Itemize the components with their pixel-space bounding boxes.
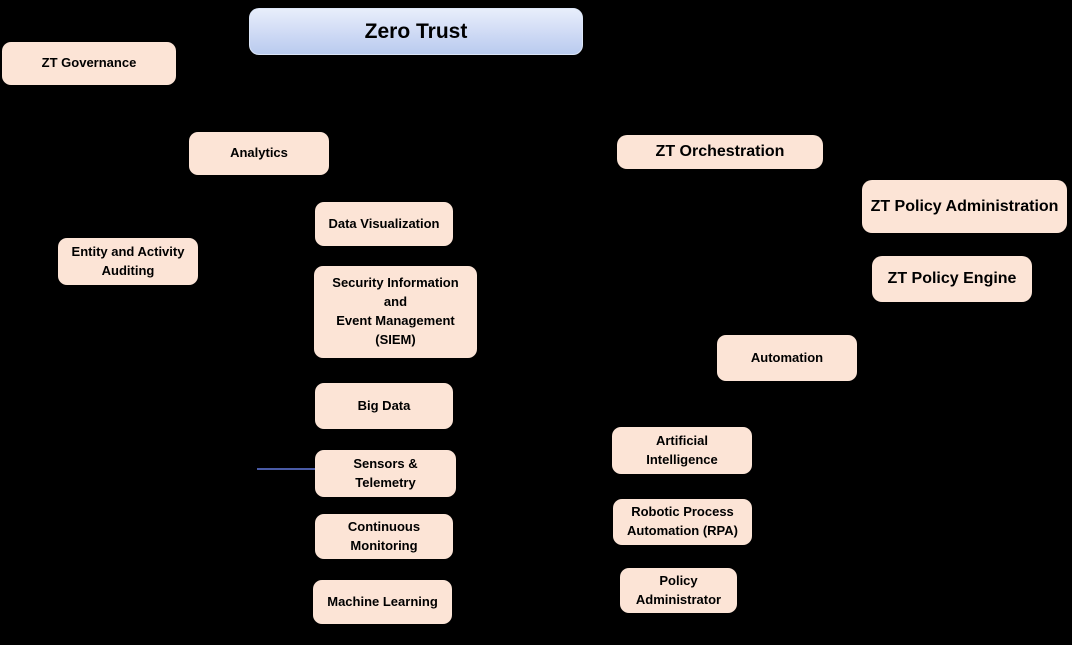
node-data-visualization: Data Visualization: [315, 202, 453, 246]
node-continuous-monitoring: Continuous Monitoring: [315, 514, 453, 559]
node-rpa: Robotic Process Automation (RPA): [613, 499, 752, 545]
node-automation: Automation: [717, 335, 857, 381]
node-analytics: Analytics: [189, 132, 329, 175]
node-sensors-telemetry: Sensors & Telemetry: [315, 450, 456, 497]
node-zt-policy-engine: ZT Policy Engine: [872, 256, 1032, 302]
node-zero-trust-root: Zero Trust: [249, 8, 583, 55]
connector-line-sensors-telemetry: [257, 468, 315, 470]
node-zt-governance: ZT Governance: [2, 42, 176, 85]
node-siem: Security Information and Event Managemen…: [314, 266, 477, 358]
node-big-data: Big Data: [315, 383, 453, 429]
node-policy-administrator: Policy Administrator: [620, 568, 737, 613]
node-entity-activity-auditing: Entity and Activity Auditing: [58, 238, 198, 285]
node-artificial-intelligence: Artificial Intelligence: [612, 427, 752, 474]
node-machine-learning: Machine Learning: [313, 580, 452, 624]
node-zt-policy-administration: ZT Policy Administration: [862, 180, 1067, 233]
node-zt-orchestration: ZT Orchestration: [617, 135, 823, 169]
